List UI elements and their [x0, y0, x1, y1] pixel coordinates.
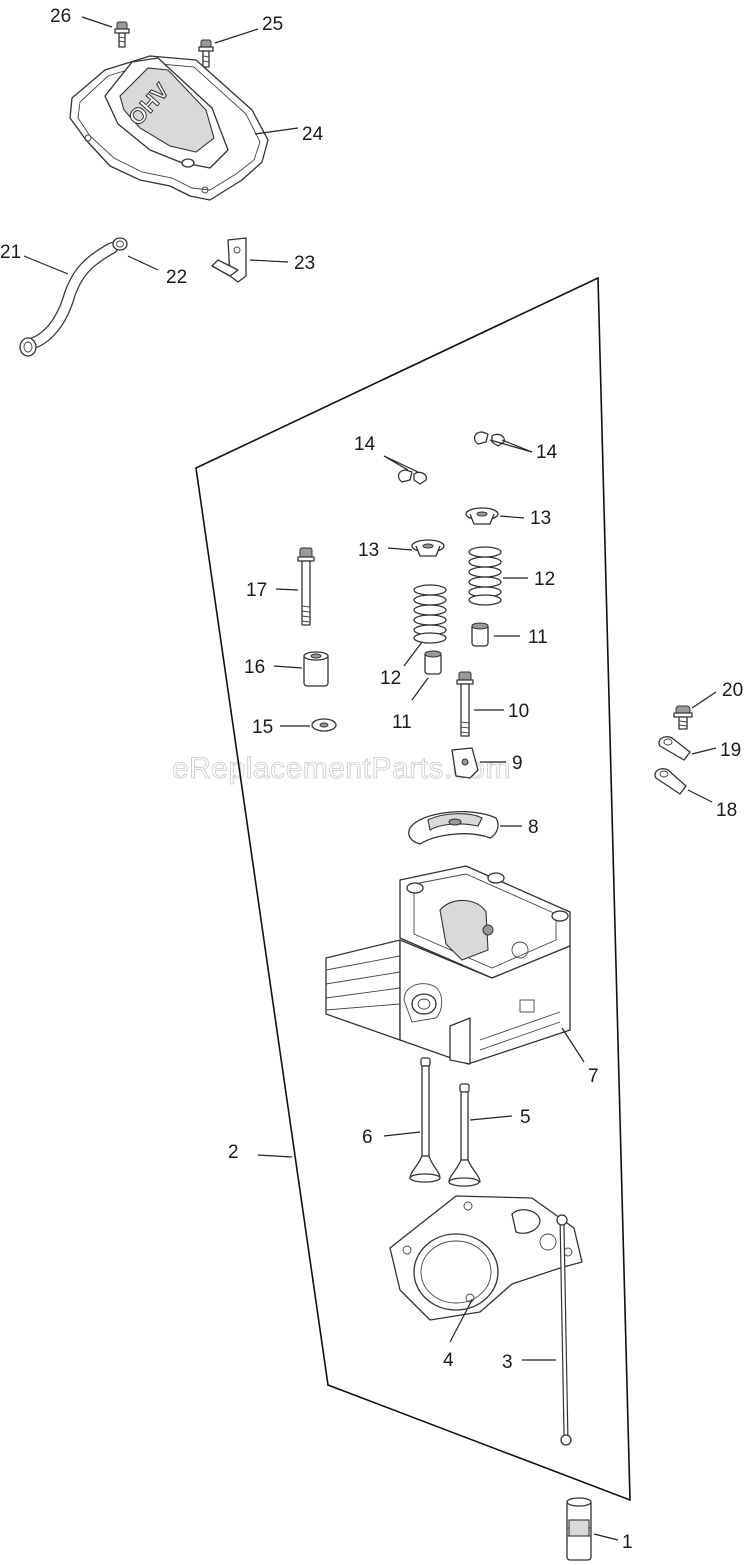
callout-23: 23	[294, 253, 315, 274]
callout-10: 10	[508, 701, 529, 722]
callout-6: 6	[362, 1127, 373, 1148]
callout-14-right: 14	[536, 442, 558, 463]
part-18-wire-terminal[interactable]	[654, 768, 713, 803]
callout-13-left: 13	[358, 540, 379, 561]
part-7-cylinder-head[interactable]	[325, 865, 585, 1065]
callout-21: 21	[0, 242, 21, 263]
part-24-valve-cover[interactable]: OHV	[69, 55, 299, 201]
part-11-valve-seal-right[interactable]	[471, 622, 520, 647]
callout-3: 3	[502, 1352, 513, 1373]
part-12-valve-spring-left[interactable]	[403, 584, 447, 667]
part-2-kit-panel	[195, 276, 631, 1502]
callout-18: 18	[716, 800, 737, 821]
part-4-head-gasket[interactable]	[389, 1195, 583, 1343]
part-21-breather-hose[interactable]	[19, 242, 118, 357]
part-14-valve-keepers-right[interactable]	[473, 431, 533, 453]
callout-9: 9	[512, 753, 523, 774]
callout-4: 4	[443, 1350, 454, 1371]
callout-7: 7	[588, 1066, 599, 1087]
part-12-valve-spring-right[interactable]	[468, 546, 528, 606]
callout-labels: 26 25 24 21 22 23 14 14 13 13 12 12 11 1…	[0, 6, 743, 1553]
part-9-guide-plate[interactable]	[451, 747, 506, 779]
part-20-screw[interactable]	[673, 691, 717, 730]
callout-8: 8	[528, 817, 539, 838]
callout-14-left: 14	[354, 434, 376, 455]
part-16-spacer-sleeve[interactable]	[273, 651, 329, 687]
callout-24: 24	[302, 124, 324, 145]
part-17-long-bolt[interactable]	[275, 547, 315, 626]
part-8-rocker-arm[interactable]	[408, 811, 522, 845]
callout-19: 19	[720, 740, 741, 761]
callout-22: 22	[166, 267, 187, 288]
part-23-bracket[interactable]	[211, 237, 289, 283]
callout-20: 20	[722, 680, 743, 701]
part-14-valve-keepers-left[interactable]	[383, 455, 427, 485]
callout-11-right: 11	[528, 627, 548, 648]
callout-11-left: 11	[392, 712, 412, 733]
callout-17: 17	[246, 580, 267, 601]
callout-2: 2	[228, 1142, 239, 1163]
callout-26: 26	[50, 6, 71, 27]
part-22-hose-clamp[interactable]	[112, 237, 159, 271]
part-6-valve[interactable]	[383, 1057, 441, 1183]
part-13-spring-retainer-right[interactable]	[465, 507, 525, 525]
callout-15: 15	[252, 717, 273, 738]
part-19-wire-terminal[interactable]	[658, 736, 717, 761]
part-11-valve-seal-left[interactable]	[411, 650, 442, 701]
part-25-bolt[interactable]	[198, 28, 259, 68]
part-15-washer[interactable]	[280, 718, 337, 732]
part-10-rocker-stud[interactable]	[456, 671, 504, 737]
callout-5: 5	[520, 1107, 531, 1128]
callout-1: 1	[622, 1532, 633, 1553]
callout-25: 25	[262, 14, 283, 35]
part-13-spring-retainer-left[interactable]	[387, 539, 445, 557]
callout-12-right: 12	[534, 569, 555, 590]
part-3-push-rod[interactable]	[522, 1214, 572, 1446]
part-5-valve[interactable]	[448, 1083, 513, 1187]
callout-12-left: 12	[380, 668, 401, 689]
callout-16: 16	[244, 657, 265, 678]
callout-13-right: 13	[530, 508, 551, 529]
part-1-hydraulic-lifter[interactable]	[566, 1497, 619, 1561]
part-26-bolt[interactable]	[81, 16, 130, 48]
